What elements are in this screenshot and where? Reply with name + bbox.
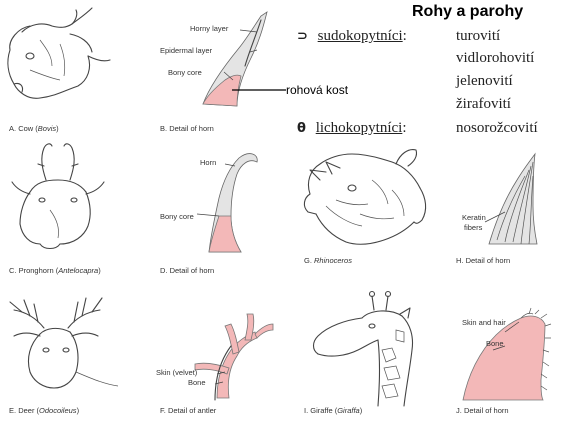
giraffe-illustration	[296, 288, 446, 412]
deer-illustration	[0, 288, 140, 408]
horn-detail-j	[445, 288, 561, 412]
caption-text: Detail of horn	[170, 266, 215, 275]
caption-letter: J.	[456, 406, 462, 415]
caption-letter: B.	[160, 124, 167, 133]
caption-letter: F.	[160, 406, 166, 415]
caption-i: I. Giraffe (Giraffa)	[304, 406, 362, 415]
caption-f: F. Detail of antler	[160, 406, 216, 415]
caption-letter: I.	[304, 406, 308, 415]
caption-e: E. Deer (Odocoileus)	[9, 406, 79, 415]
rhinoceros-illustration	[296, 140, 446, 264]
caption-text: Deer (	[18, 406, 39, 415]
caption-letter: C.	[9, 266, 17, 275]
caption-italic: Antelocapra	[58, 266, 98, 275]
caption-letter: H.	[456, 256, 464, 265]
caption-letter: D.	[160, 266, 168, 275]
caption-text: Detail of antler	[168, 406, 216, 415]
caption-italic: Odocoileus	[39, 406, 77, 415]
caption-text: Detail of horn	[466, 256, 511, 265]
caption-italic: Rhinoceros	[314, 256, 352, 265]
caption-end: )	[98, 266, 101, 275]
caption-end: )	[360, 406, 363, 415]
antler-detail-f	[145, 288, 295, 408]
caption-b: B. Detail of horn	[160, 124, 214, 133]
caption-italic: Giraffa	[337, 406, 360, 415]
label-fibers: fibers	[464, 223, 482, 232]
label-horn: Horn	[200, 158, 216, 167]
label-keratin: Keratin	[462, 213, 486, 222]
horn-detail-h	[445, 140, 561, 260]
caption-text: Giraffe (	[310, 406, 337, 415]
label-skin-and-hair: Skin and hair	[462, 318, 506, 327]
caption-h: H. Detail of horn	[456, 256, 510, 265]
horn-detail-d	[145, 140, 295, 270]
pronghorn-illustration	[0, 140, 130, 270]
caption-j: J. Detail of horn	[456, 406, 509, 415]
caption-letter: G.	[304, 256, 312, 265]
label-bony-core: Bony core	[160, 212, 194, 221]
caption-end: )	[77, 406, 80, 415]
label-rohova-kost: rohová kost	[286, 83, 348, 97]
caption-d: D. Detail of horn	[160, 266, 214, 275]
caption-text: Detail of horn	[464, 406, 509, 415]
caption-text: Pronghorn (	[19, 266, 59, 275]
caption-letter: E.	[9, 406, 16, 415]
caption-g: G. Rhinoceros	[304, 256, 352, 265]
caption-text: Detail of horn	[169, 124, 214, 133]
label-bone: Bone	[486, 339, 504, 348]
caption-c: C. Pronghorn (Antelocapra)	[9, 266, 101, 275]
label-skin-velvet: Skin (velvet)	[156, 368, 197, 377]
label-bone: Bone	[188, 378, 206, 387]
